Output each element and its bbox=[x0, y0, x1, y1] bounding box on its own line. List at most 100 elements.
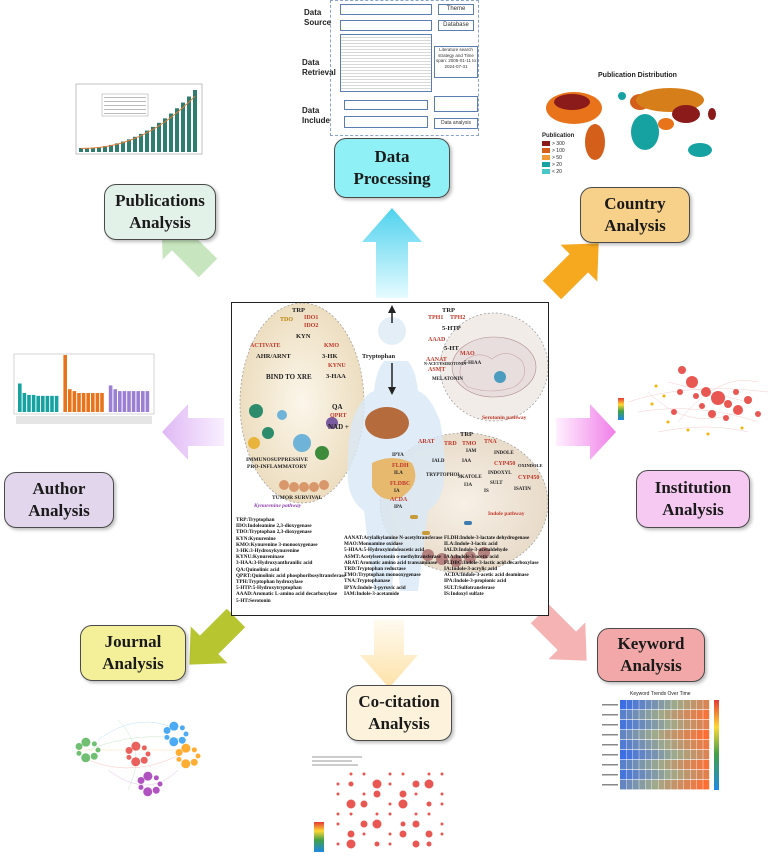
heatmap-cell bbox=[696, 720, 703, 730]
ind-i3a-label: I3A bbox=[464, 483, 473, 488]
abbreviations-column-2: AANAT:Arylalkylamine N-acetyltransferase… bbox=[344, 535, 443, 597]
cocitation-thumbnail bbox=[312, 756, 444, 852]
heatmap-cell bbox=[658, 780, 665, 790]
cocitation-node bbox=[374, 841, 380, 847]
label-data-include: Data Include bbox=[302, 106, 331, 125]
heatmap-cell bbox=[690, 760, 697, 770]
ind-sult-label: SULT bbox=[490, 481, 503, 486]
ind-tryptophol-label: TRYPTOPHOL bbox=[426, 473, 461, 478]
heatmap-cell bbox=[658, 740, 665, 750]
author-bar-thumbnail bbox=[13, 353, 155, 424]
author-bar bbox=[145, 391, 150, 412]
pub-bar bbox=[187, 96, 191, 152]
kyn-tdo-label: TDO bbox=[280, 317, 294, 323]
journal-node bbox=[163, 726, 171, 734]
institution-node bbox=[724, 400, 732, 408]
heatmap-cell bbox=[645, 780, 652, 790]
ind-acda-label: ACDA bbox=[390, 497, 408, 503]
heatmap-cell bbox=[684, 760, 690, 770]
journal-node bbox=[169, 737, 179, 747]
journal-node bbox=[75, 742, 83, 750]
heatmap-cell bbox=[632, 760, 639, 770]
heatmap-cell bbox=[696, 700, 703, 710]
heatmap-cell bbox=[664, 700, 671, 710]
heatmap-cell bbox=[658, 750, 665, 760]
ind-iald-label: IALD bbox=[432, 459, 445, 464]
heatmap-cell bbox=[639, 720, 646, 730]
cocitation-node bbox=[336, 842, 340, 846]
ind-iam-label: IAM bbox=[466, 449, 477, 454]
kyn-nad-label: NAD + bbox=[328, 423, 349, 431]
pub-bar bbox=[139, 133, 143, 152]
heatmap-cell bbox=[696, 760, 703, 770]
label-data-retrieval: Data Retrieval bbox=[302, 58, 336, 77]
heatmap-cell bbox=[652, 780, 658, 790]
heatmap-cell bbox=[677, 720, 684, 730]
country-map-thumbnail: Publication Distribution Publication > 3… bbox=[540, 70, 730, 182]
journal-node bbox=[126, 754, 132, 760]
journal-node bbox=[175, 748, 183, 756]
heatmap-cell bbox=[671, 740, 678, 750]
heatmap-cell bbox=[671, 730, 678, 740]
box-search-strategy: Literature search strategy and Time span… bbox=[434, 46, 478, 78]
journal-node bbox=[164, 734, 170, 740]
cocitation-node bbox=[401, 772, 405, 776]
journal-node bbox=[191, 747, 197, 753]
heatmap-cell bbox=[658, 730, 665, 740]
kyn-kmo-label: KMO bbox=[324, 343, 339, 349]
heatmap-cell bbox=[626, 770, 633, 780]
heatmap-cell bbox=[632, 780, 639, 790]
heatmap-cell bbox=[620, 750, 626, 760]
heatmap-cell bbox=[690, 750, 697, 760]
map-title: Publication Distribution bbox=[598, 72, 677, 79]
heatmap-cell bbox=[632, 700, 639, 710]
publications-trend-thumbnail bbox=[75, 83, 203, 155]
node-country-analysis: Country Analysis bbox=[580, 187, 690, 243]
journal-node bbox=[95, 747, 101, 753]
cocitation-node bbox=[440, 832, 444, 836]
heatmap-cell bbox=[696, 750, 703, 760]
author-bar bbox=[81, 393, 86, 412]
kyn-immuno-label: IMMUNOSUPPRESSIVE PRO-INFLAMMATORY bbox=[246, 457, 309, 470]
heatmap-cell bbox=[626, 710, 633, 720]
heatmap-cell bbox=[620, 700, 626, 710]
heatmap-cell bbox=[652, 770, 658, 780]
heatmap-cell bbox=[677, 730, 684, 740]
journal-node bbox=[143, 787, 153, 797]
author-bar bbox=[136, 391, 140, 412]
institution-node bbox=[686, 428, 690, 432]
serotonin-pathway-title: Serotonin pathway bbox=[482, 415, 527, 421]
heatmap-cell bbox=[690, 700, 697, 710]
ser-tph1-label: TPH1 bbox=[428, 315, 444, 321]
cocitation-node bbox=[440, 792, 444, 796]
cocitation-node bbox=[362, 832, 366, 836]
heatmap-cell bbox=[690, 720, 697, 730]
author-bar bbox=[41, 395, 45, 412]
pub-bar bbox=[193, 90, 197, 152]
institution-node bbox=[708, 410, 716, 418]
cocitation-node bbox=[373, 790, 381, 798]
institution-node bbox=[678, 366, 686, 374]
heatmap-cell bbox=[677, 780, 684, 790]
cocitation-node bbox=[375, 812, 379, 816]
institution-node bbox=[755, 411, 761, 417]
kyn-kynu-label: KYNU bbox=[328, 363, 346, 369]
heatmap-cell bbox=[703, 710, 710, 720]
heatmap-title: Keyword Trends Over Time bbox=[630, 691, 691, 697]
ser-asmt-label: ASMT bbox=[428, 367, 446, 373]
ind-cyp450-label: CYP450 bbox=[494, 461, 516, 467]
pub-bar bbox=[181, 102, 185, 152]
author-bar bbox=[108, 385, 113, 412]
journal-node bbox=[152, 786, 160, 794]
kyn-ido1-label: IDO1 bbox=[304, 315, 319, 321]
cocitation-node bbox=[425, 830, 433, 838]
heatmap-cell bbox=[639, 760, 646, 770]
author-bar bbox=[63, 355, 67, 412]
heatmap-cell bbox=[684, 720, 690, 730]
ind-trp-label: TRP bbox=[460, 431, 473, 438]
heatmap-cell bbox=[703, 720, 710, 730]
cocitation-node bbox=[388, 832, 392, 836]
heatmap-cell bbox=[645, 730, 652, 740]
heatmap-cell bbox=[652, 730, 658, 740]
journal-node bbox=[81, 753, 91, 763]
